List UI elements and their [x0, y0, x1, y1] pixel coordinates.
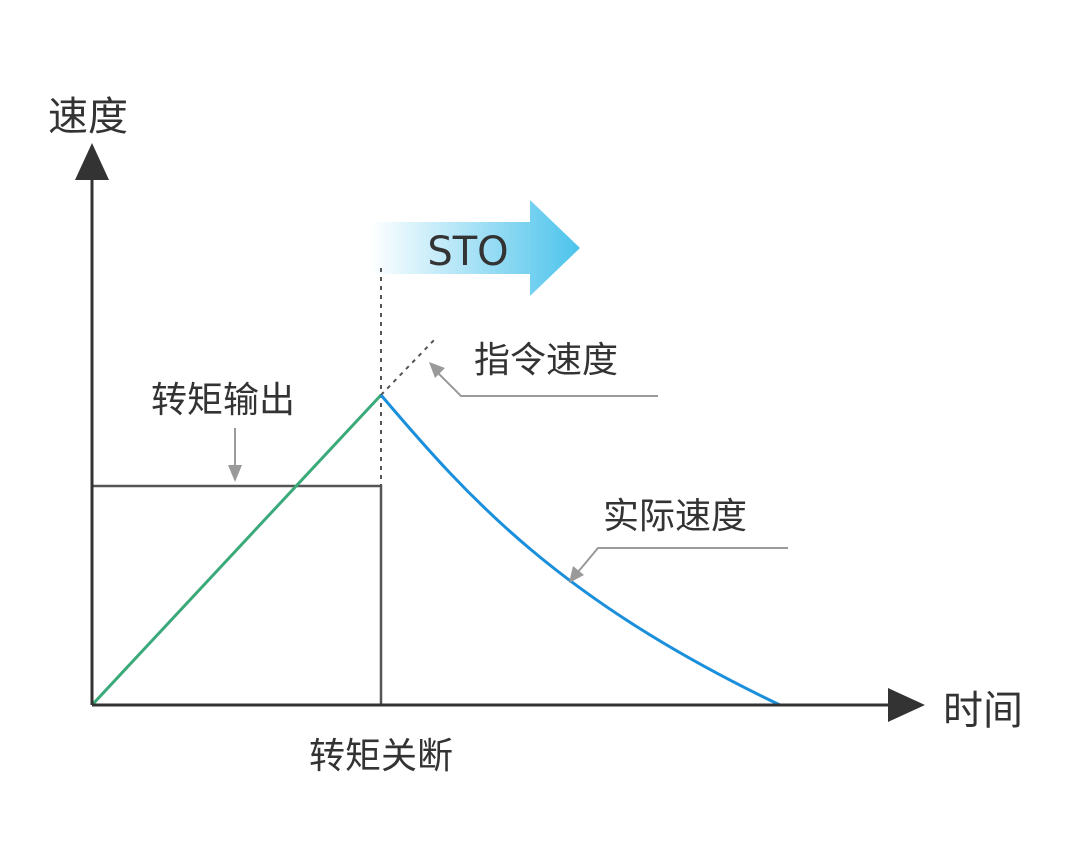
- y-axis-label: 速度: [48, 94, 128, 140]
- x-axis-arrow-icon: [888, 688, 925, 722]
- torque-output-label: 转矩输出: [151, 380, 295, 421]
- actual-speed-pointer-line: [577, 547, 788, 573]
- actual-speed-pointer-arrowhead-icon: [569, 566, 584, 583]
- command-speed-dotted-line: [380, 336, 438, 396]
- command-speed-pointer-line: [436, 371, 658, 397]
- command-speed-label: 指令速度: [474, 340, 618, 381]
- sto-arrow-icon: [370, 200, 580, 296]
- y-axis-arrow-icon: [75, 143, 109, 180]
- actual-speed-label: 实际速度: [603, 496, 747, 537]
- actual-speed-curve: [379, 394, 781, 707]
- torque-output-pointer-arrowhead-icon: [228, 465, 242, 482]
- torque-off-label: 转矩关断: [309, 736, 453, 777]
- accelerating-speed-line: [90, 393, 383, 707]
- command-speed-pointer-arrowhead-icon: [429, 362, 445, 378]
- x-axis-label: 时间: [943, 688, 1023, 734]
- sto-label: STO: [427, 229, 508, 275]
- torque-output-line: [92, 484, 383, 705]
